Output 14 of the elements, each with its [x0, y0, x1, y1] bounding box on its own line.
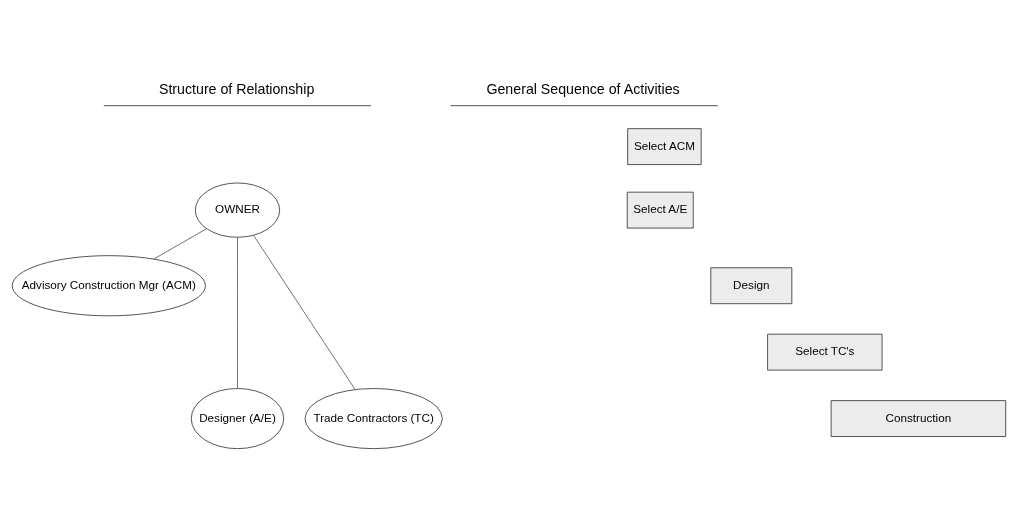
- node-box: Select ACM: [627, 127, 702, 165]
- node-ellipse: OWNER: [194, 182, 281, 238]
- node-box: Select TC's: [767, 333, 883, 371]
- label: General Sequence of Activities: [486, 80, 680, 97]
- connector: [253, 234, 356, 390]
- connector: [153, 227, 208, 259]
- node-box: Construction: [830, 399, 1007, 437]
- node-ellipse: Advisory Construction Mgr (ACM): [11, 254, 206, 316]
- node-box: Design: [710, 266, 793, 304]
- node-ellipse: Trade Contractors (TC): [304, 387, 443, 449]
- connector: [237, 236, 238, 389]
- label: Structure of Relationship: [158, 80, 315, 97]
- node-box: Select A/E: [626, 191, 694, 228]
- node-ellipse: Designer (A/E): [190, 387, 285, 449]
